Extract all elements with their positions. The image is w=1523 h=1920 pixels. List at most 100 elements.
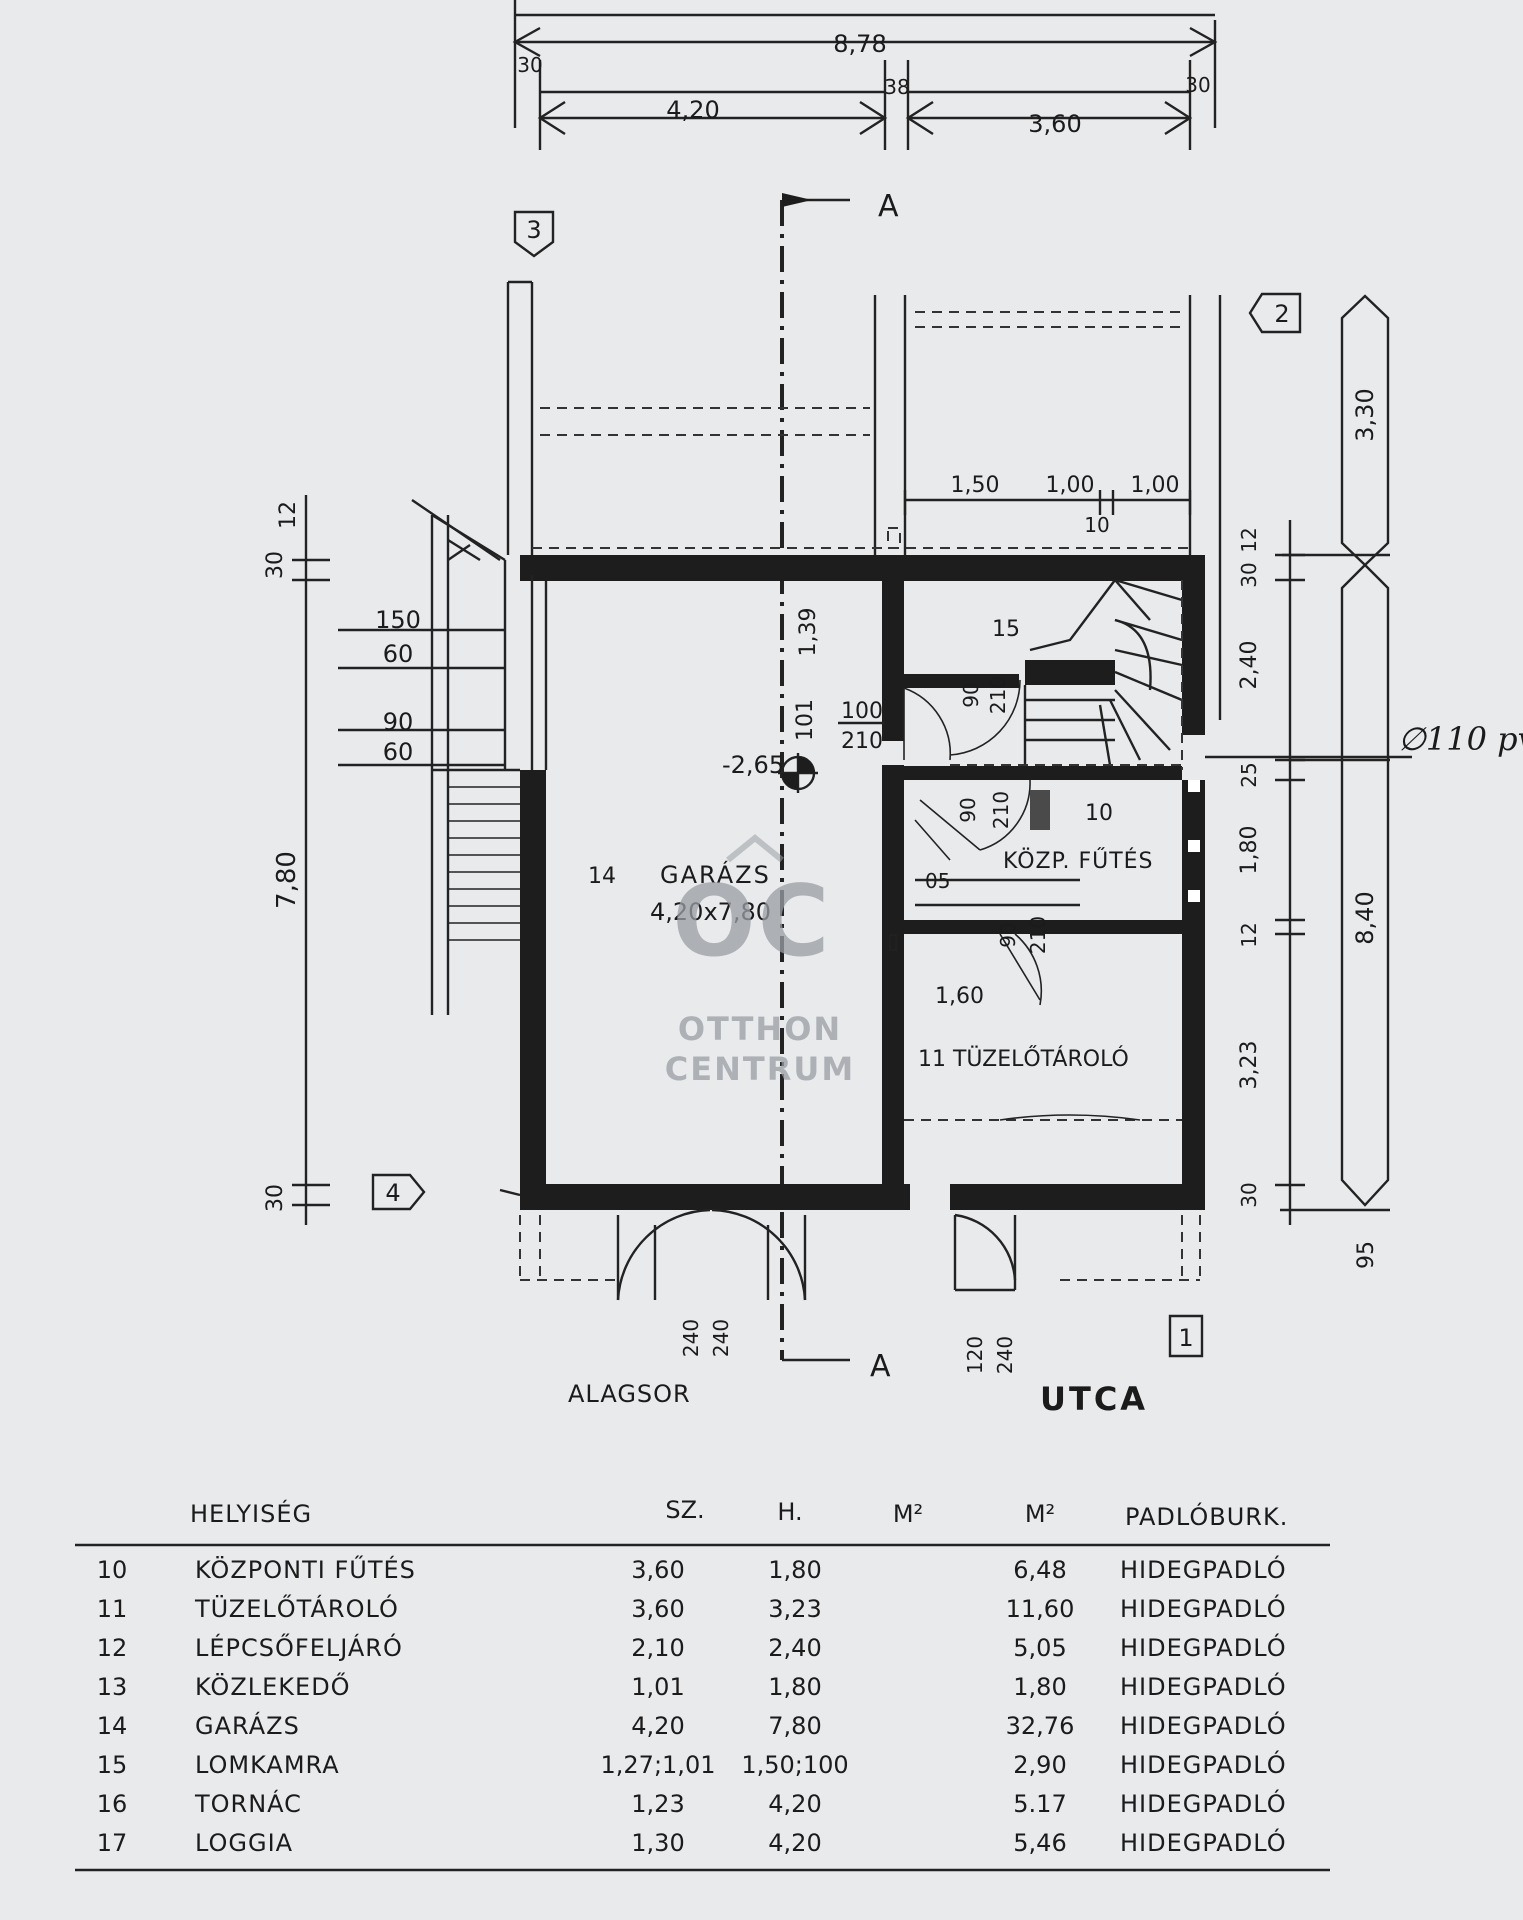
cell-room-name: LOGGIA xyxy=(195,1829,293,1857)
cell-room-name: KÖZLEKEDŐ xyxy=(195,1671,351,1701)
level-mark: -2,65 xyxy=(722,751,784,779)
watermark-line2: CENTRUM xyxy=(665,1050,855,1088)
cell-length: 1,50;100 xyxy=(741,1751,848,1779)
door-dim-90b: 90 xyxy=(956,797,980,822)
section-label-bottom: A xyxy=(870,1349,891,1384)
garage-inner-dims: 1,39 101 -2,65 xyxy=(722,608,821,793)
right-dim-12b: 12 xyxy=(1237,922,1261,947)
dim-upper-2: 1,00 xyxy=(1046,473,1095,498)
left-dim-12: 12 xyxy=(276,501,301,529)
header-helyiseg: HELYISÉG xyxy=(190,1499,312,1528)
cell-floor: HIDEGPADLÓ xyxy=(1120,1554,1287,1584)
upper-terrace: 1,50 1,00 1,00 10 xyxy=(506,280,1222,720)
axis-marker-4: 4 xyxy=(371,1173,426,1211)
table-row: 12 LÉPCSŐFELJÁRÓ 2,10 2,40 5,05 HIDEGPADLÓ xyxy=(97,1632,1287,1662)
cell-area: 1,80 xyxy=(1013,1673,1066,1701)
watermark-line1: OTTHON xyxy=(678,1010,842,1048)
cell-number: 11 xyxy=(97,1595,128,1623)
spiral-stair xyxy=(1023,578,1183,770)
cell-number: 10 xyxy=(97,1556,128,1584)
cell-length: 1,80 xyxy=(768,1673,821,1701)
cell-area: 5.17 xyxy=(1013,1790,1066,1818)
room-10-number: 10 xyxy=(1085,801,1113,826)
external-stair: 150 60 90 60 xyxy=(338,499,520,1015)
watermark-logo: OC xyxy=(672,865,831,979)
right-dimensions: 3,30 8,40 95 12 30 2,40 25 1,80 12 3,23 … xyxy=(1205,294,1523,1269)
room-15-number: 15 xyxy=(992,617,1020,642)
dim-160: 1,60 xyxy=(935,984,984,1009)
right-dim-840: 8,40 xyxy=(1351,891,1379,944)
right-dim-95: 95 xyxy=(1354,1241,1379,1269)
section-line-a: A A xyxy=(780,189,899,1384)
dim-upper-3: 1,00 xyxy=(1131,473,1180,498)
door-dim-100: 100 xyxy=(841,699,883,724)
pipe-note: ∅110 pv xyxy=(1398,720,1523,758)
room-14-name: GARÁZS xyxy=(660,860,771,889)
garage-doors: 240 240 120 240 xyxy=(499,1188,1201,1374)
right-dim-323: 3,23 xyxy=(1237,1041,1262,1090)
cell-length: 2,40 xyxy=(768,1634,821,1662)
cell-floor: HIDEGPADLÓ xyxy=(1120,1827,1287,1857)
cell-width: 3,60 xyxy=(631,1556,684,1584)
cell-floor: HIDEGPADLÓ xyxy=(1120,1788,1287,1818)
cell-area: 6,48 xyxy=(1013,1556,1066,1584)
cell-width: 1,23 xyxy=(631,1790,684,1818)
axis-marker-3: 3 xyxy=(513,210,555,258)
walls xyxy=(520,555,1205,1210)
cell-number: 12 xyxy=(97,1634,128,1662)
cell-width: 4,20 xyxy=(631,1712,684,1740)
header-m2-b: M² xyxy=(1025,1500,1055,1528)
room-14-size: 4,20x7,80 xyxy=(650,898,771,926)
cell-room-name: TÜZELŐTÁROLÓ xyxy=(194,1593,399,1623)
dim-101: 101 xyxy=(793,699,818,741)
dim-upper-4: 10 xyxy=(1084,513,1109,537)
right-dim-180: 1,80 xyxy=(1237,826,1262,875)
section-label-top: A xyxy=(878,189,899,224)
cell-area: 2,90 xyxy=(1013,1751,1066,1779)
header-hossz: H. xyxy=(777,1498,802,1526)
cell-floor: HIDEGPADLÓ xyxy=(1120,1671,1287,1701)
right-dim-240: 2,40 xyxy=(1237,641,1262,690)
door-dim-210a: 210 xyxy=(986,676,1010,714)
cell-width: 2,10 xyxy=(631,1634,684,1662)
cell-room-name: TORNÁC xyxy=(194,1789,302,1818)
stair-dim-150: 150 xyxy=(375,606,421,634)
cell-length: 7,80 xyxy=(768,1712,821,1740)
stair-dim-90: 90 xyxy=(383,708,414,736)
room-11-name: 11 TÜZELŐTÁROLÓ xyxy=(918,1046,1129,1072)
cell-number: 14 xyxy=(97,1712,128,1740)
caption-utca: UTCA xyxy=(1040,1380,1148,1418)
cell-floor: HIDEGPADLÓ xyxy=(1120,1632,1287,1662)
cell-number: 16 xyxy=(97,1790,128,1818)
top-dimensions: 8,78 30 4,20 38 3,60 30 xyxy=(512,0,1218,150)
door-dim-240c: 240 xyxy=(993,1336,1017,1374)
door-dim-210c: 210 xyxy=(1026,916,1050,954)
cell-length: 1,80 xyxy=(768,1556,821,1584)
axis-marker-1: 1 xyxy=(1168,1314,1204,1358)
cell-room-name: LOMKAMRA xyxy=(195,1751,340,1779)
cell-room-name: LÉPCSŐFELJÁRÓ xyxy=(195,1632,403,1662)
svg-text:2: 2 xyxy=(1274,300,1289,328)
cell-number: 13 xyxy=(97,1673,128,1701)
right-dim-330: 3,30 xyxy=(1351,388,1379,441)
dim-end-right: 30 xyxy=(1185,73,1210,97)
cell-number: 15 xyxy=(97,1751,128,1779)
cell-width: 1,27;1,01 xyxy=(601,1751,716,1779)
right-dim-30b: 30 xyxy=(1237,1182,1261,1207)
dim-end-left: 30 xyxy=(517,53,542,77)
door-dim-210b: 210 xyxy=(989,791,1013,829)
cell-floor: HIDEGPADLÓ xyxy=(1120,1710,1287,1740)
stair-dim-60a: 60 xyxy=(383,640,414,668)
right-dim-25: 25 xyxy=(1237,762,1261,787)
cell-floor: HIDEGPADLÓ xyxy=(1120,1593,1287,1623)
svg-text:4: 4 xyxy=(385,1179,400,1207)
cell-area: 5,05 xyxy=(1013,1634,1066,1662)
dim-upper-1: 1,50 xyxy=(951,473,1000,498)
otthon-centrum-watermark: OC OTTHON CENTRUM xyxy=(665,834,855,1088)
room-14-number: 14 xyxy=(588,864,616,889)
